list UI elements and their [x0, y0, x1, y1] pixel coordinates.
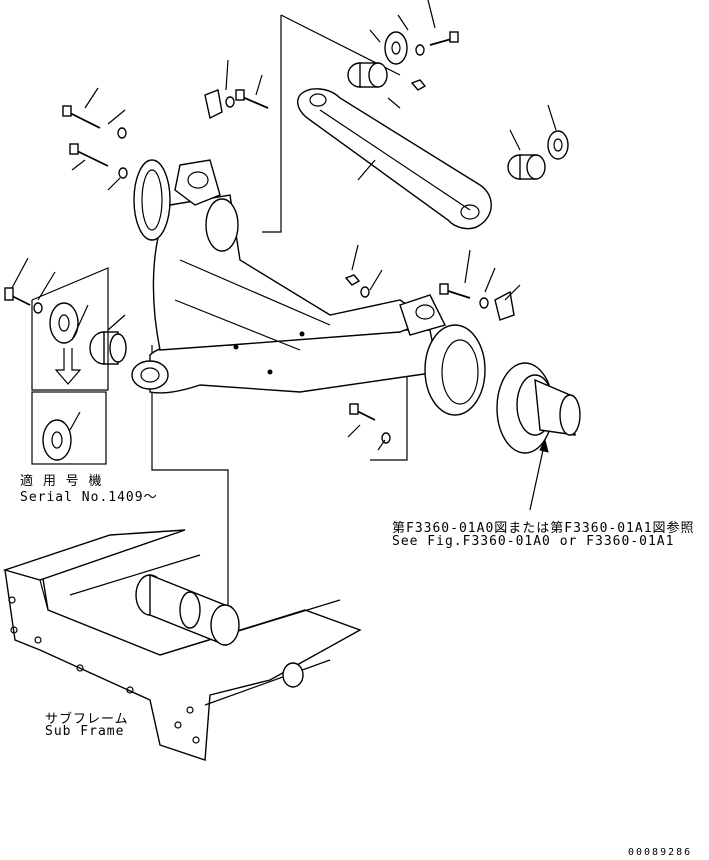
callout-leader-lines: [11, 0, 557, 451]
sub-frame: [2, 529, 362, 761]
rear-axle-housing: [131, 159, 486, 416]
subframe-label-jp: サブフレーム: [45, 712, 129, 727]
clips: [204, 89, 515, 321]
serial-inset: [31, 267, 109, 391]
serial-number-label: Serial No.1409～: [20, 490, 158, 505]
washer-plates: [42, 31, 569, 461]
torque-rod: [297, 88, 492, 230]
inset-box: [31, 391, 107, 465]
reference-arrow: [529, 438, 549, 511]
reference-figure-label-jp: 第F3360-01A0図または第F3360-01A1図参照: [392, 521, 695, 536]
drawing-number: 00089286: [628, 847, 693, 858]
rod-bushings: [89, 62, 546, 365]
arrow-down-icon: [54, 348, 82, 385]
serial-applicable-label-jp: 適 用 号 機: [20, 474, 103, 489]
reference-figure-label: See Fig.F3360-01A0 or F3360-01A1: [392, 534, 675, 549]
final-drive-assembly: [496, 362, 581, 454]
bolts-and-nuts: [4, 31, 489, 444]
subframe-label: Sub Frame: [45, 724, 125, 739]
